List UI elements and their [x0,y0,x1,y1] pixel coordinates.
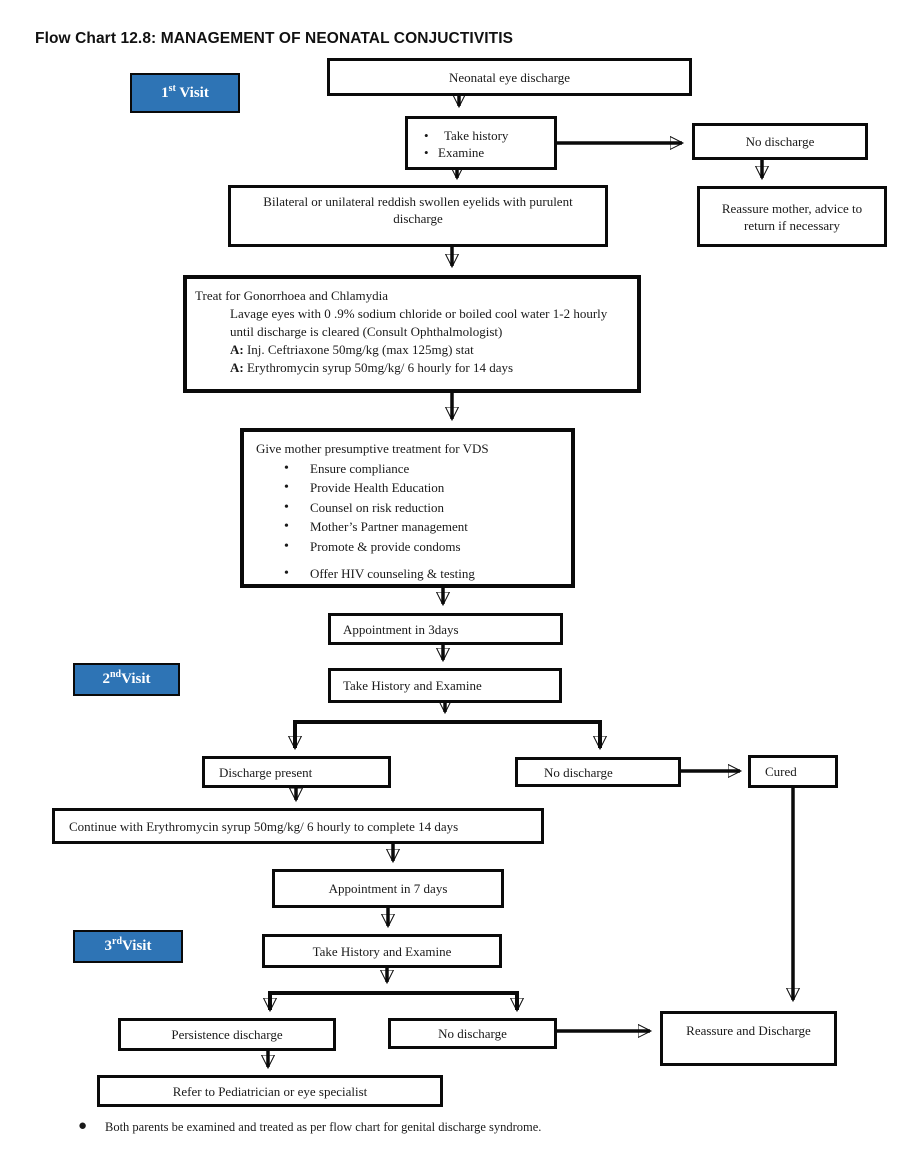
history-bullet-1: Take history [422,127,550,144]
node-appointment-3-days: Appointment in 3days [328,613,563,645]
visit-1-badge: 1st Visit [130,73,240,113]
treat-rx-ceftriaxone: A: Inj. Ceftriaxone 50mg/kg (max 125mg) … [230,342,474,357]
vds-bullet-1: Ensure compliance [284,460,563,478]
node-take-history-examine-2: Take History and Examine [328,668,562,703]
node-no-discharge-3: No discharge [388,1018,557,1049]
node-take-history-examine-3: Take History and Examine [262,934,502,968]
node-no-discharge-1: No discharge [692,123,868,160]
treat-rx-erythromycin: A: Erythromycin syrup 50mg/kg/ 6 hourly … [230,360,514,375]
node-no-discharge-2: No discharge [515,757,681,787]
vds-bullet-3: Counsel on risk reduction [284,499,563,517]
node-neonatal-eye-discharge: Neonatal eye discharge [327,58,692,96]
node-bilateral-swollen-eyelids: Bilateral or unilateral reddish swollen … [228,185,608,247]
history-bullet-2: Examine [422,144,550,161]
node-appointment-7-days: Appointment in 7 days [272,869,504,908]
vds-bullet-2: Provide Health Education [284,479,563,497]
visit-2-label: 2ndVisit [102,669,151,688]
node-discharge-present: Discharge present [202,756,391,788]
node-refer-pediatrician: Refer to Pediatrician or eye specialist [97,1075,443,1107]
vds-bullet-6: Offer HIV counseling & testing [284,565,563,583]
visit-1-label: 1st Visit [161,82,209,101]
node-mother-presumptive-treatment: Give mother presumptive treatment for VD… [240,428,575,588]
visit-3-label: 3rdVisit [104,936,152,955]
node-take-history-examine-1: Take history Examine [405,116,557,170]
node-reassure-and-discharge: Reassure and Discharge [660,1011,837,1066]
node-cured: Cured [748,755,838,788]
footer-bullet-icon: ● [78,1118,88,1134]
vds-bullet-4: Mother’s Partner management [284,518,563,536]
vds-bullet-5: Promote & provide condoms [284,538,563,556]
treat-title: Treat for Gonorrhoea and Chlamydia [195,288,389,303]
node-continue-erythromycin: Continue with Erythromycin syrup 50mg/kg… [52,808,544,844]
node-reassure-mother: Reassure mother, advice to return if nec… [697,186,887,247]
node-treat-gonorrhoea-chlamydia: Treat for Gonorrhoea and Chlamydia Lavag… [183,275,641,393]
node-persistence-discharge: Persistence discharge [118,1018,336,1051]
visit-3-badge: 3rdVisit [73,930,183,963]
page-title: Flow Chart 12.8: MANAGEMENT OF NEONATAL … [35,30,514,47]
treat-lavage-instruction: Lavage eyes with 0 .9% sodium chloride o… [230,306,608,339]
footer-note: ● Both parents be examined and treated a… [78,1118,542,1134]
visit-2-badge: 2ndVisit [73,663,180,696]
vds-title: Give mother presumptive treatment for VD… [256,441,489,456]
